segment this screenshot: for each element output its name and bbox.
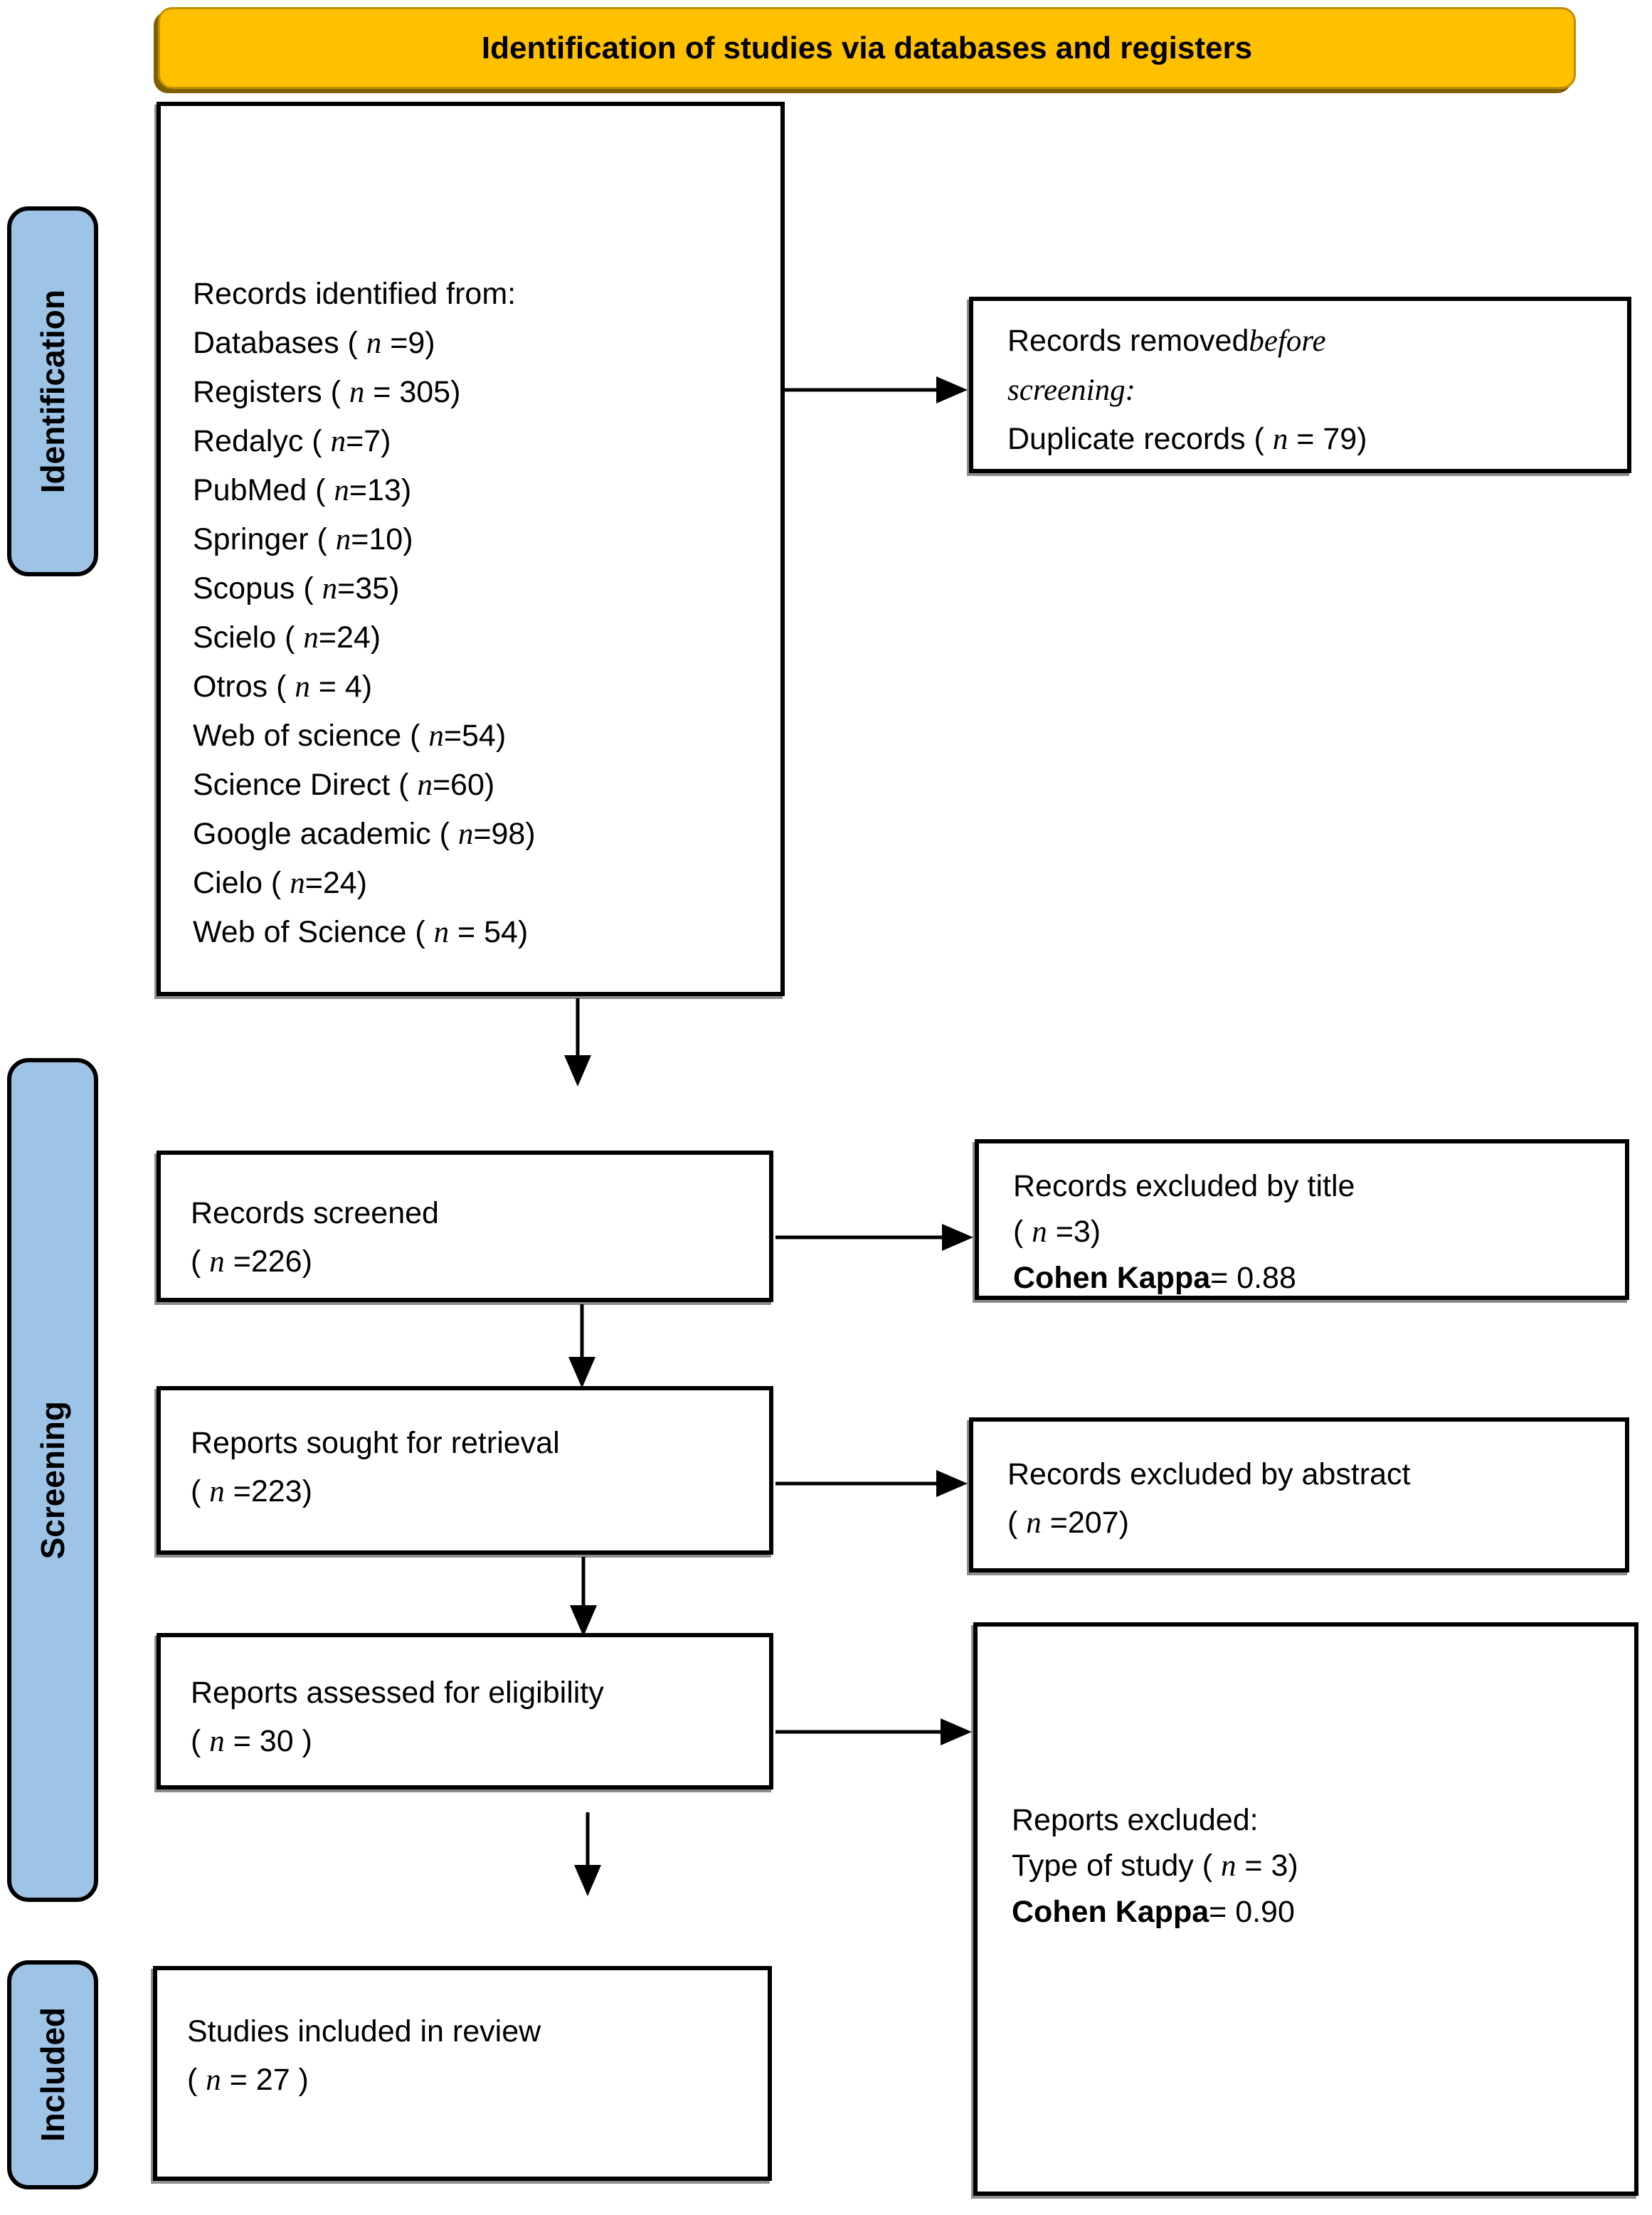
text-line: Studies included in review [187,2014,541,2049]
text-line: Scopus ( n=35) [193,571,400,606]
records-screened-box: Records screened ( n =226) [157,1151,773,1302]
text-line: ( n =226) [191,1244,312,1279]
text-line: ( n =223) [191,1474,312,1508]
text-line: Web of science ( n=54) [193,719,507,753]
stage-label-identification-text: Identification [34,289,71,494]
reports-assessed-box: Reports assessed for eligibility ( n = 30… [157,1633,773,1790]
arrow-right-icon [775,1224,973,1251]
cohen-kappa-study-line: Cohen Kappa= 0.90 [1012,1895,1295,1929]
text-line: Records identified from: [193,277,517,311]
stage-label-identification: Identification [7,206,98,576]
records-excluded-by-title-text: Records excluded by title ( n =3) [1013,1163,1611,1255]
records-removed-box: Records removedbefore screening: Duplica… [969,297,1631,473]
reports-sought-text: Reports sought for retrieval ( n =223) [191,1419,755,1516]
text-line: Records screened [191,1196,439,1230]
arrow-down-icon [568,1304,595,1388]
text-line: Cielo ( n=24) [193,866,367,900]
text-line: Scielo ( n=24) [193,620,381,655]
records-removed-line3: Duplicate records ( n = 79) [1007,422,1367,456]
records-removed-line1: Records removedbefore [1007,324,1326,358]
cohen-kappa-title-line: Cohen Kappa= 0.88 [1013,1261,1296,1295]
text-line: Reports sought for retrieval [191,1426,560,1460]
arrow-right-icon [775,1470,968,1497]
text-line: Type of study ( n = 3) [1012,1849,1298,1883]
studies-included-text: Studies included in review ( n = 27 ) [187,2007,753,2105]
records-excluded-by-abstract-text: Records excluded by abstract ( n =207) [1007,1450,1611,1548]
text-line: Records excluded by title [1013,1169,1355,1203]
studies-included-box: Studies included in review ( n = 27 ) [153,1966,772,2181]
stage-label-included-text: Included [34,2007,71,2142]
arrow-down-icon [564,998,591,1087]
text-line: ( n = 30 ) [191,1724,312,1758]
records-excluded-by-title-box: Records excluded by title ( n =3) Cohen K… [975,1139,1629,1300]
text-line: Records excluded by abstract [1007,1457,1411,1491]
reports-excluded-box: Reports excluded:Type of study ( n = 3) … [973,1622,1638,2196]
diagram-title-banner: Identification of studies via databases … [158,7,1576,89]
text-line: ( n = 27 ) [187,2063,309,2097]
text-line: ( n =3) [1013,1215,1101,1249]
reports-excluded-text: Reports excluded: Type of study ( n = 3) [1012,1797,1620,1889]
reports-sought-box: Reports sought for retrieval ( n =223) [157,1386,773,1555]
text-line: Reports assessed for eligibility [191,1676,604,1710]
text-line: Google academic ( n=98) [193,817,536,851]
text-line: Redalyc ( n=7) [193,424,391,458]
text-line: Reports excluded: [1012,1803,1259,1837]
text-line: ( n =207) [1007,1506,1129,1540]
text-line: Science Direct ( n=60) [193,768,495,802]
records-removed-line2: screening: [1007,374,1135,407]
reports-assessed-text: Reports assessed for eligibility ( n = 30… [191,1669,755,1766]
text-line: PubMed ( n=13) [193,473,412,507]
stage-label-screening: Screening [7,1058,98,1902]
text-line: Web of Science ( n = 54) [193,915,529,949]
arrow-right-icon [785,376,968,403]
arrow-down-icon [570,1557,597,1637]
text-line: Databases ( n =9) [193,326,435,360]
text-line: Springer ( n=10) [193,522,413,556]
text-line: Otros ( n = 4) [193,670,373,704]
records-identified-box: Records identified from: Databases ( n =9… [157,102,785,996]
arrow-down-icon [574,1812,601,1896]
records-identified-text: Records identified from: Databases ( n =9… [193,270,766,957]
text-line: Registers ( n = 305) [193,375,461,409]
records-excluded-by-abstract-box: Records excluded by abstract ( n =207) [969,1417,1629,1572]
records-screened-text: Records screened ( n =226) [191,1189,755,1286]
stage-label-included: Included [7,1960,98,2189]
arrow-right-icon [775,1718,972,1745]
stage-label-screening-text: Screening [34,1400,71,1560]
